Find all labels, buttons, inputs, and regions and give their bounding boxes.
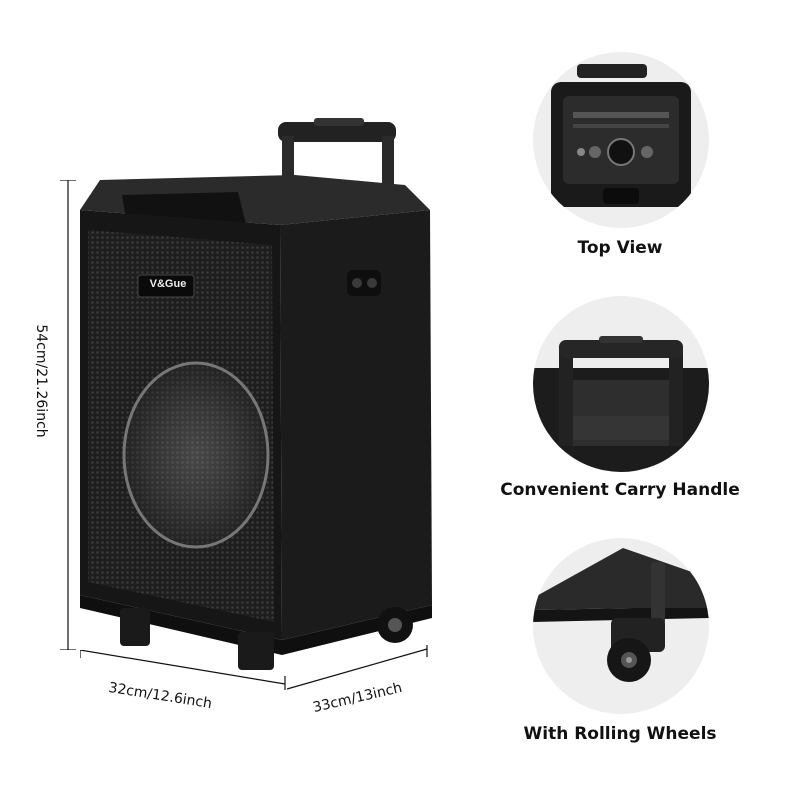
height-dimension-line [60, 180, 76, 650]
height-label: 54cm/21.26inch [33, 324, 49, 438]
rolling-wheel-icon [533, 548, 709, 682]
width-dimension-line [80, 650, 290, 690]
top-view-image [533, 52, 709, 228]
top-view-caption: Top View [577, 238, 663, 258]
speaker-illustration [80, 118, 432, 670]
carry-handle-image [533, 296, 709, 472]
brand-logo: V&Gue [149, 278, 187, 290]
speaker-image [60, 100, 450, 700]
carry-handle-icon [533, 336, 709, 472]
rolling-wheels-caption: With Rolling Wheels [523, 724, 717, 744]
carry-handle-caption: Convenient Carry Handle [500, 480, 740, 500]
depth-dimension-line [285, 645, 430, 693]
speaker-top-view-icon [551, 64, 691, 207]
rolling-wheels-image [533, 538, 709, 714]
